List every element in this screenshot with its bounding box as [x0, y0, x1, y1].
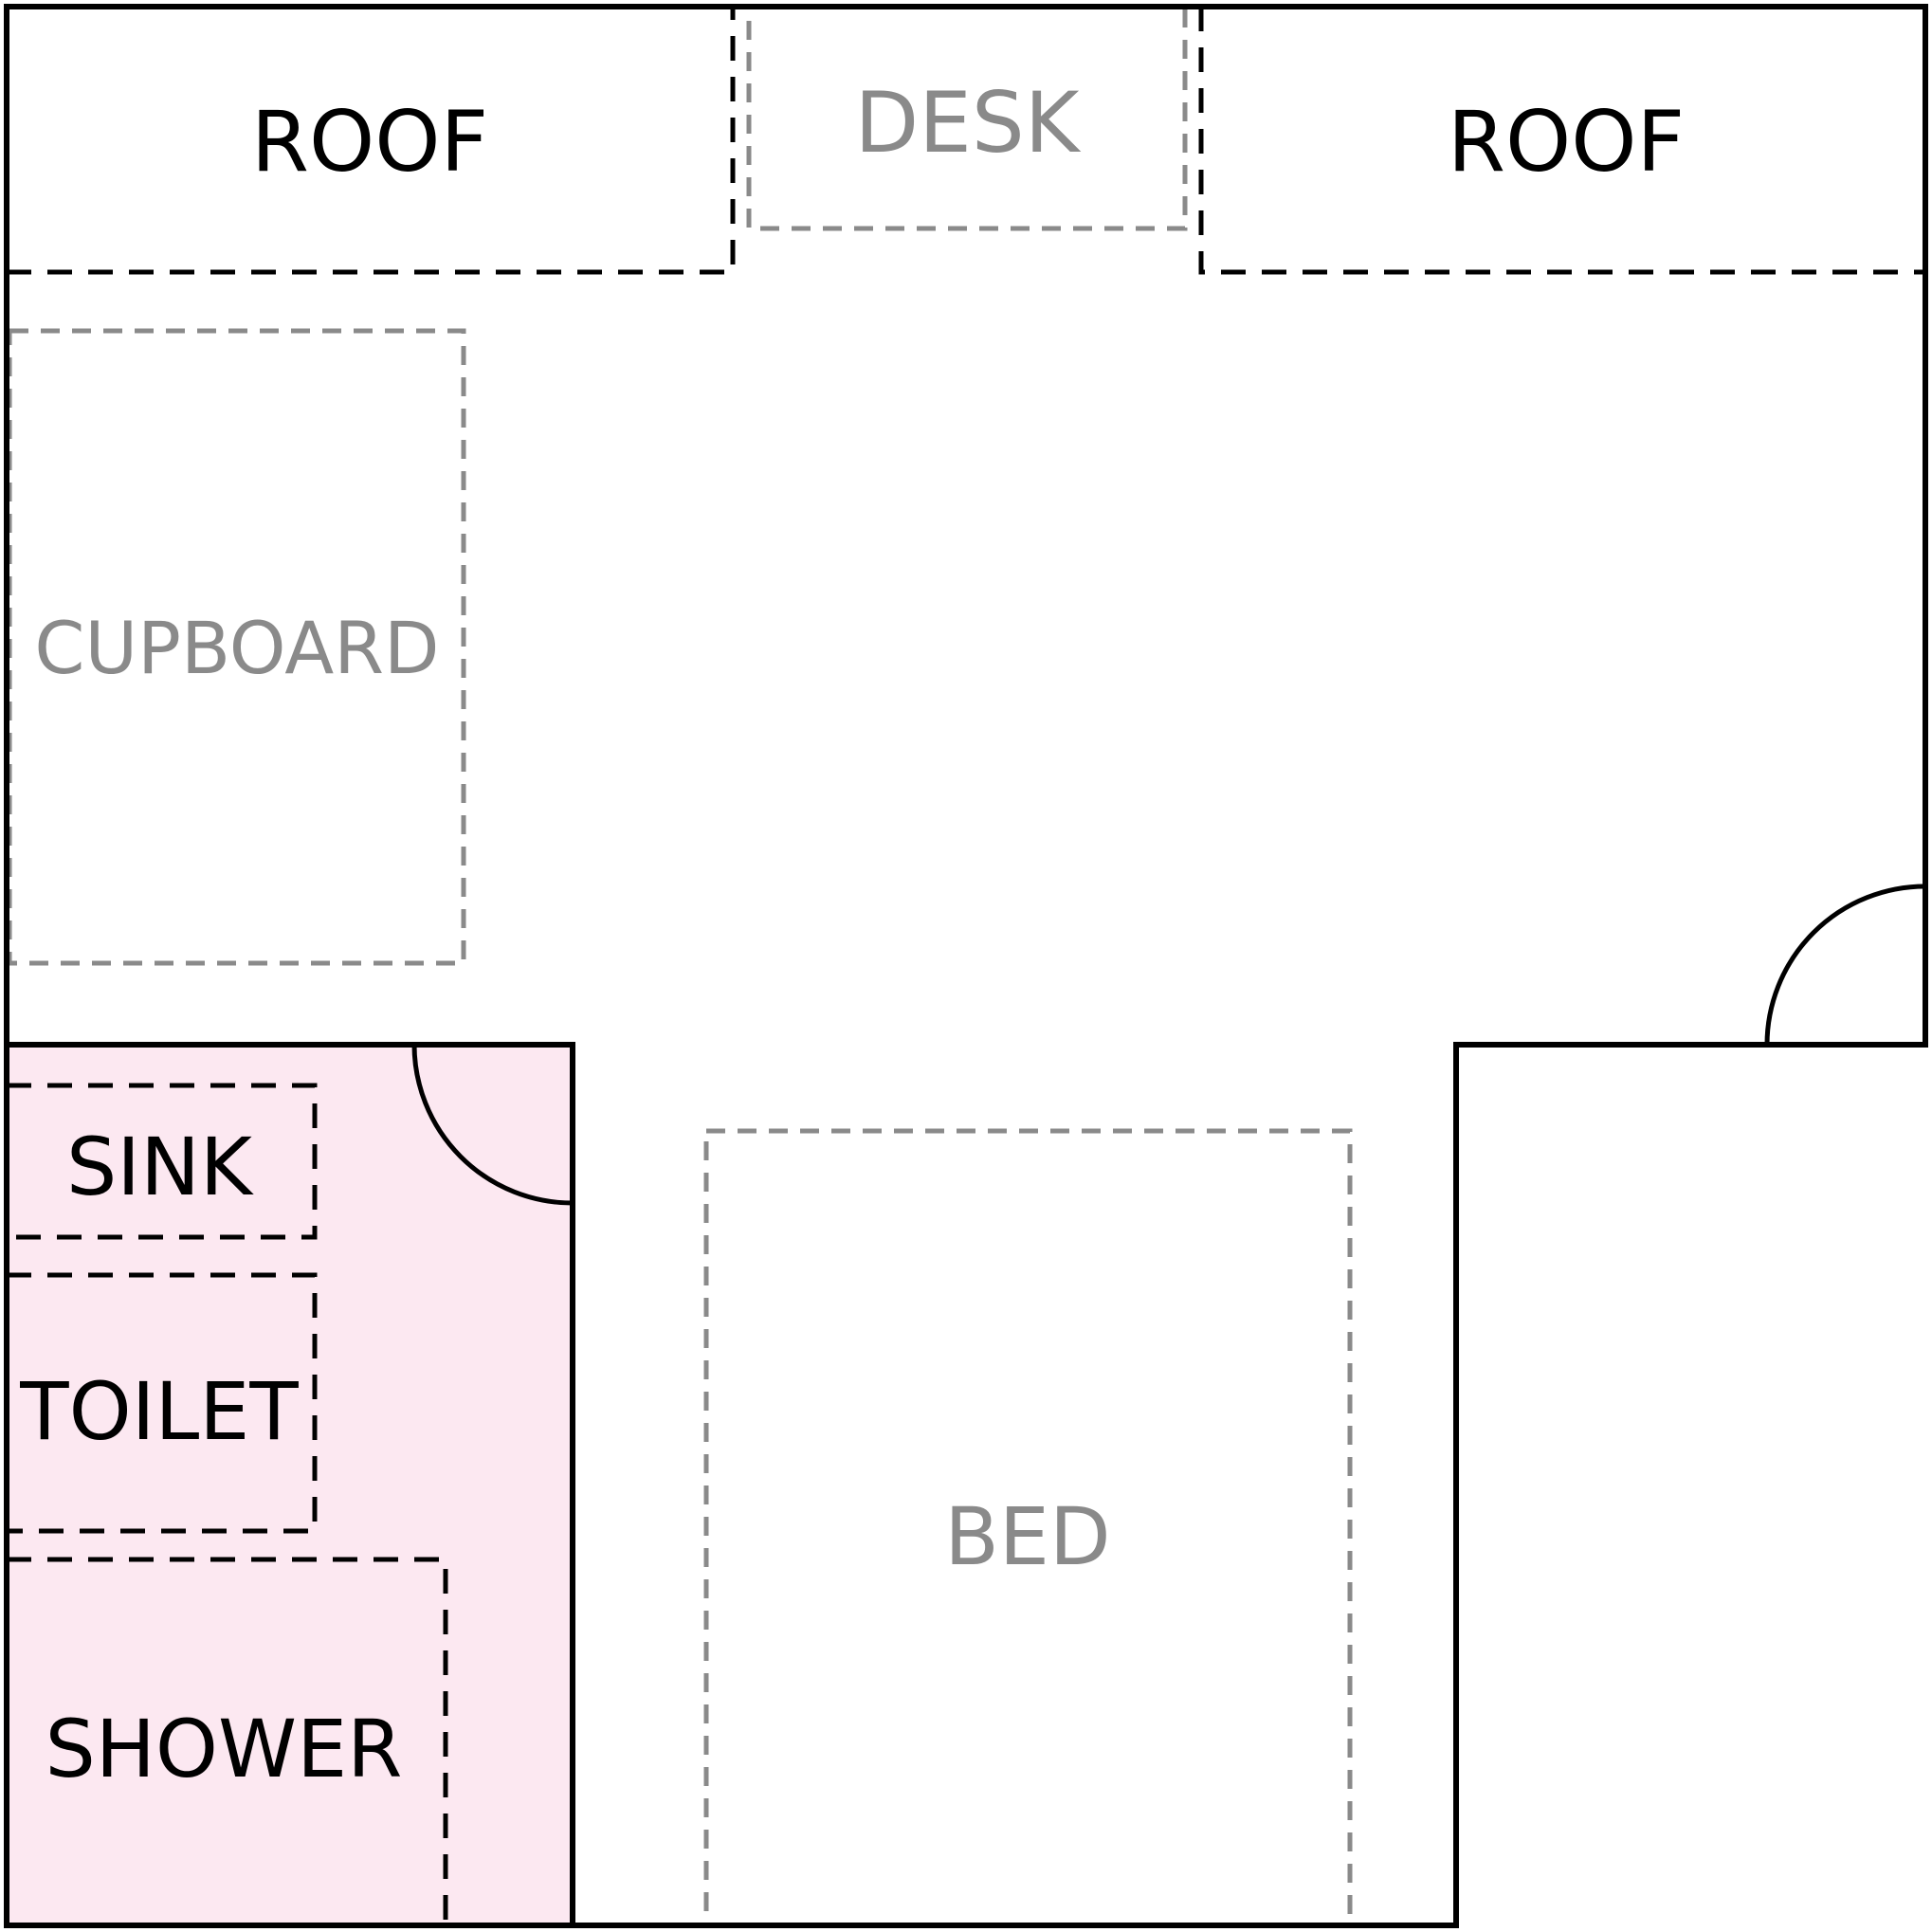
roof-right-boundary [1198, 7, 1925, 275]
roof-right-label: ROOF [1448, 93, 1685, 191]
bathroom-fill [7, 1045, 573, 1925]
roof-left-boundary [7, 7, 736, 275]
toilet-label: TOILET [19, 1365, 299, 1458]
shower-label: SHOWER [45, 1703, 402, 1795]
cupboard-label: CUPBOARD [34, 606, 439, 690]
bathroom-wall [7, 1042, 575, 1925]
bed-label: BED [944, 1490, 1110, 1583]
outer-walls [4, 4, 1928, 1928]
sink-label: SINK [66, 1121, 254, 1213]
desk-label: DESK [855, 74, 1082, 172]
entrance-door-swing [1764, 884, 1926, 1046]
sink-outline [4, 1083, 318, 1240]
roof-left-label: ROOF [251, 93, 488, 191]
desk-outline [746, 4, 1188, 231]
bathroom-door-swing [411, 1044, 574, 1206]
